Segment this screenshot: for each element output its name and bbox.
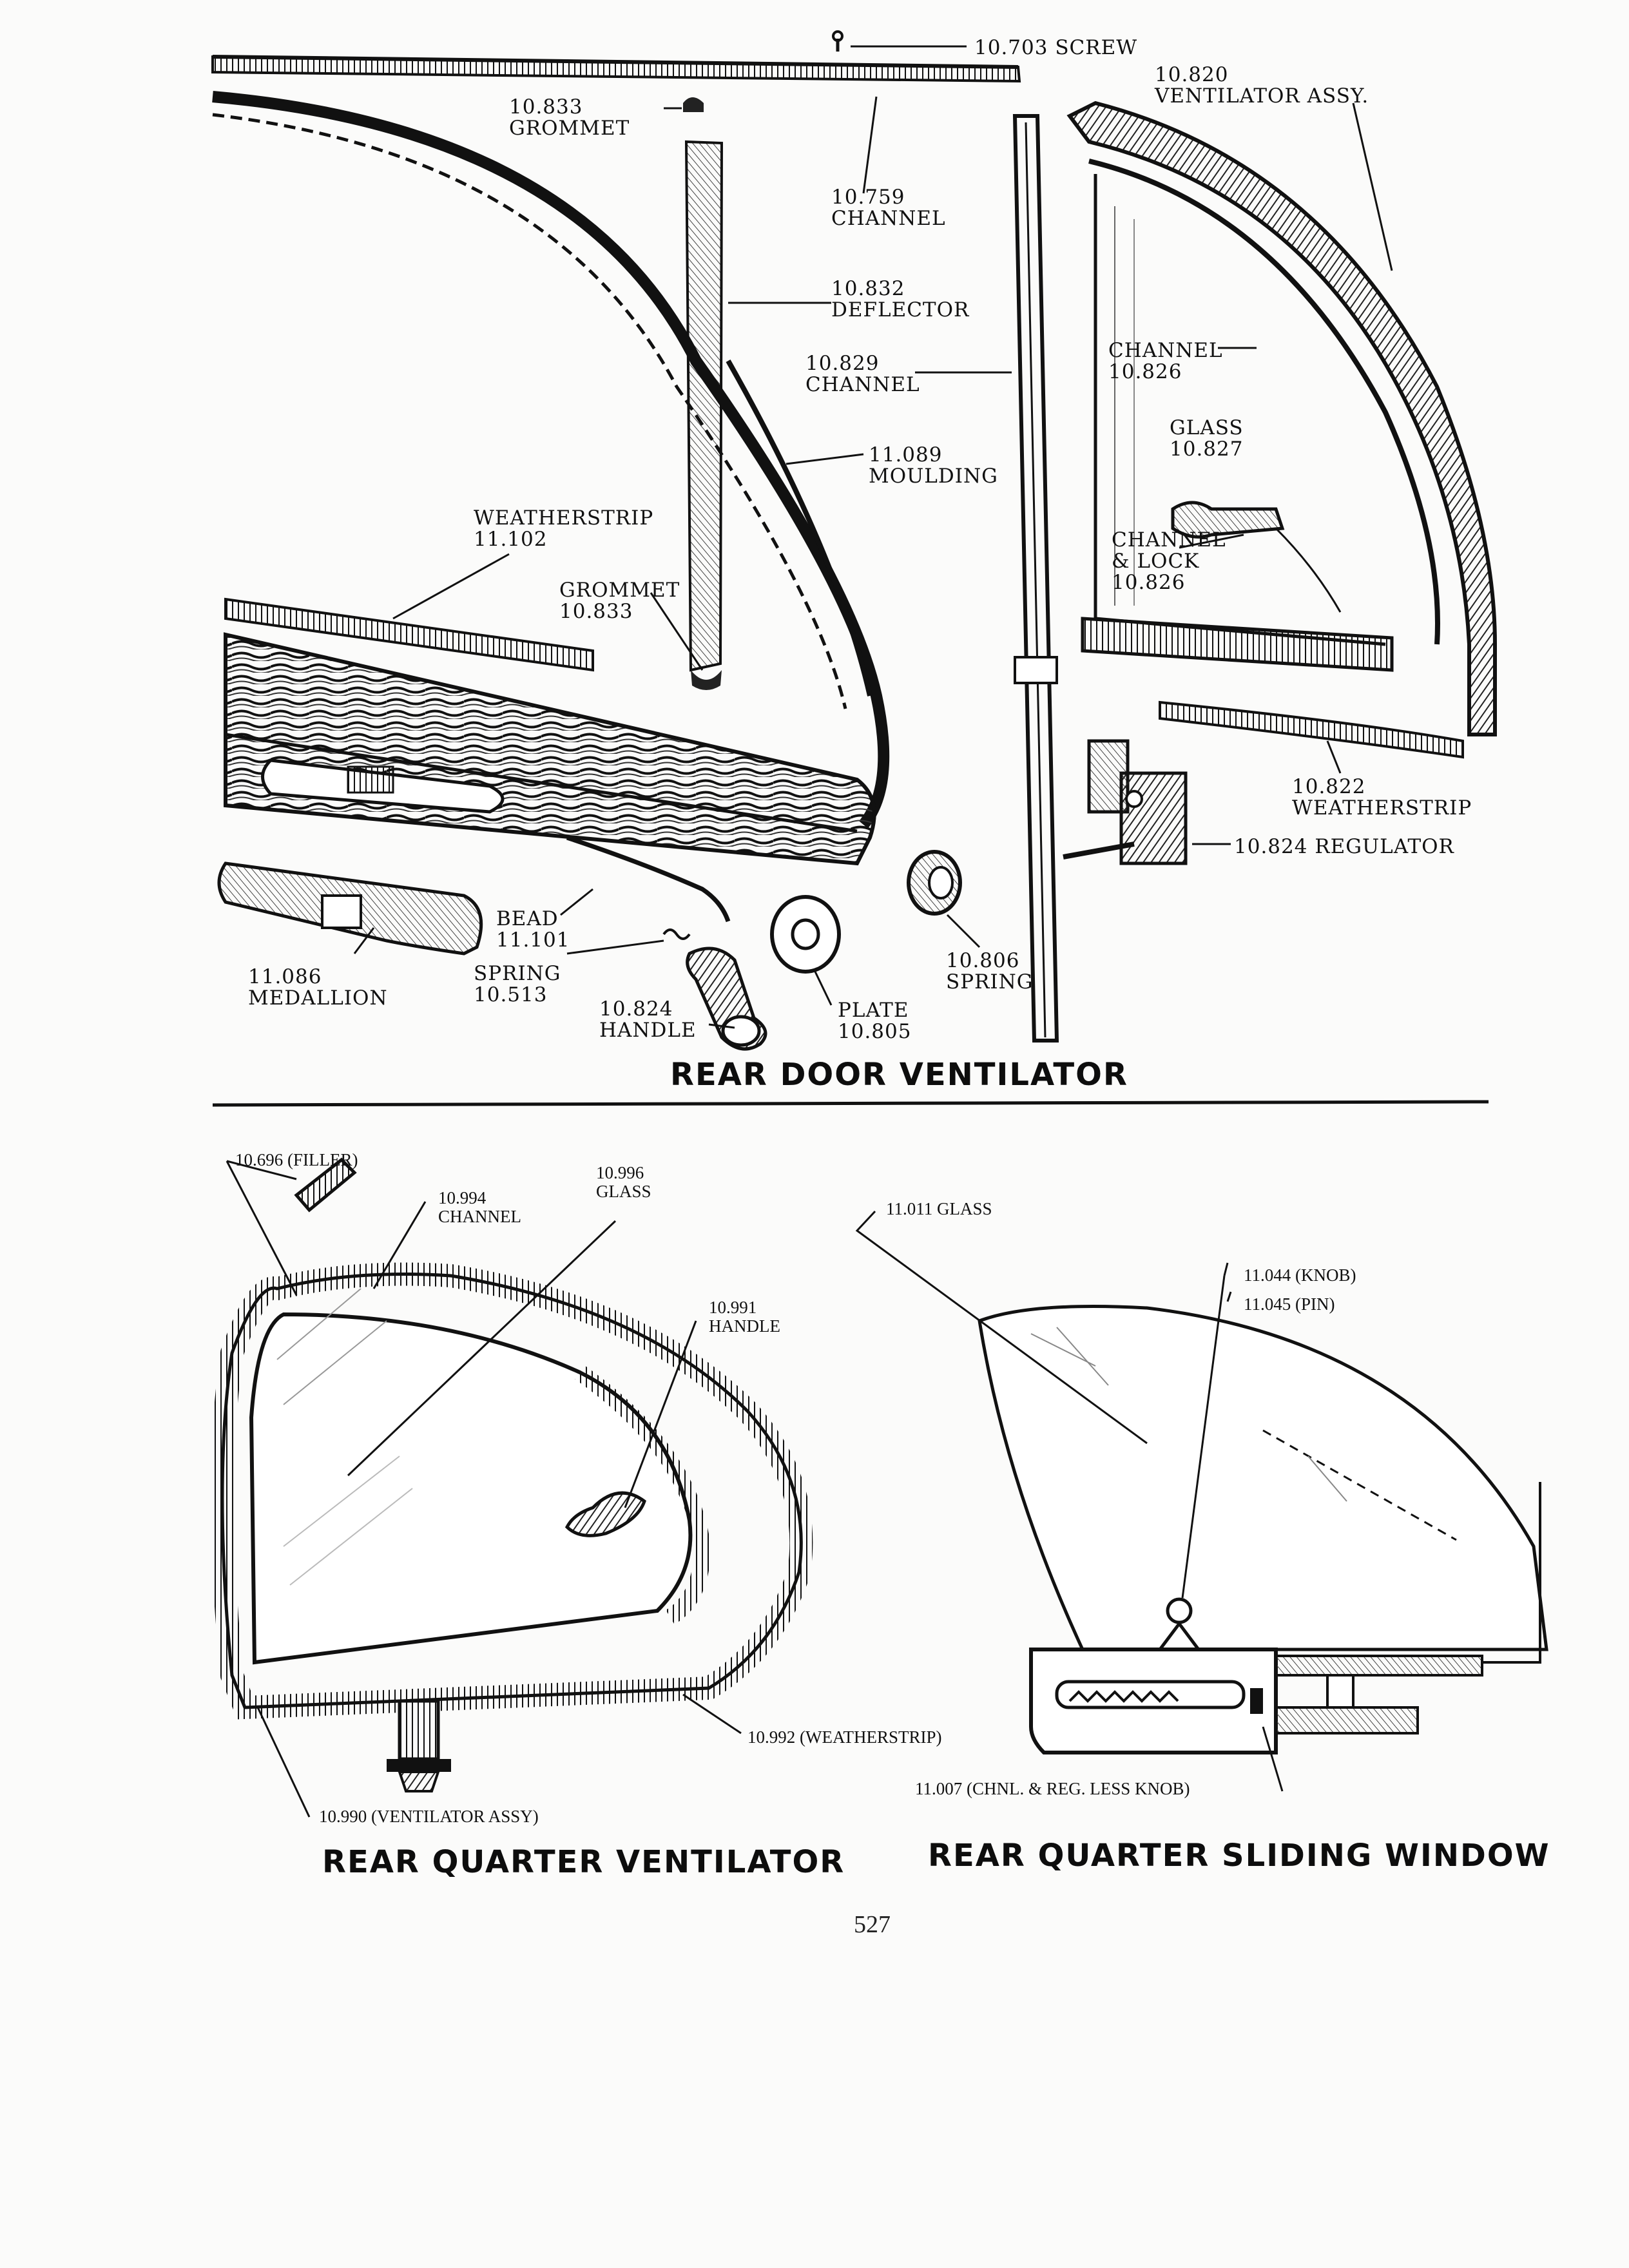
grommet-icon (683, 97, 704, 112)
rear-door-ventilator-art (211, 30, 1497, 1051)
callout-ventilator-assy-10990: 10.990 (VENTILATOR ASSY) (319, 1807, 539, 1826)
regulator-part (1063, 739, 1188, 865)
grommet-lower-icon (691, 670, 722, 690)
callout-glass-11011: 11.011 GLASS (886, 1199, 992, 1218)
channel-lock-part (1081, 617, 1394, 672)
callout-weatherstrip-10992: 10.992 (WEATHERSTRIP) (747, 1727, 942, 1747)
title-rear-door-ventilator: REAR DOOR VENTILATOR (670, 1057, 1128, 1093)
rear-quarter-ventilator-leader-lines (226, 1160, 742, 1818)
ventilator-frame-part (1066, 101, 1497, 736)
title-rear-quarter-sliding-window: REAR QUARTER SLIDING WINDOW (928, 1838, 1550, 1874)
page-number: 527 (854, 1911, 891, 1938)
weatherstrip-10822-part (1159, 700, 1464, 759)
weatherstrip-11102-part (224, 597, 594, 672)
screw-icon (832, 30, 843, 52)
handle-10991-part (564, 1491, 646, 1537)
section-divider (212, 1100, 1489, 1107)
callout-knob-pin: 11.044 (KNOB)11.045 (PIN) (1244, 1265, 1356, 1314)
glass-10996-part (249, 1312, 693, 1665)
sliding-window-leader-lines (855, 1210, 1284, 1792)
channel-regulator-part (1029, 1648, 1483, 1754)
door-panel (224, 632, 876, 866)
callout-chnl-reg: 11.007 (CHNL. & REG. LESS KNOB) (915, 1779, 1190, 1798)
callout-filler: 10.696 (FILLER) (235, 1150, 358, 1169)
deflector-part (684, 140, 724, 672)
knob-icon (1166, 1597, 1193, 1624)
rear-door-leader-lines (353, 45, 1393, 1029)
filler-part (294, 1157, 357, 1213)
callout-screw: 10.703 SCREW (974, 36, 1138, 59)
channel-10829-part (1012, 114, 1059, 1043)
rear-quarter-sliding-window-art (978, 1305, 1548, 1754)
glass-11011-part (978, 1305, 1548, 1651)
callout-regulator: 10.824 REGULATOR (1234, 835, 1454, 858)
title-rear-quarter-ventilator: REAR QUARTER VENTILATOR (322, 1844, 845, 1880)
rear-quarter-ventilator-art (211, 1157, 813, 1792)
